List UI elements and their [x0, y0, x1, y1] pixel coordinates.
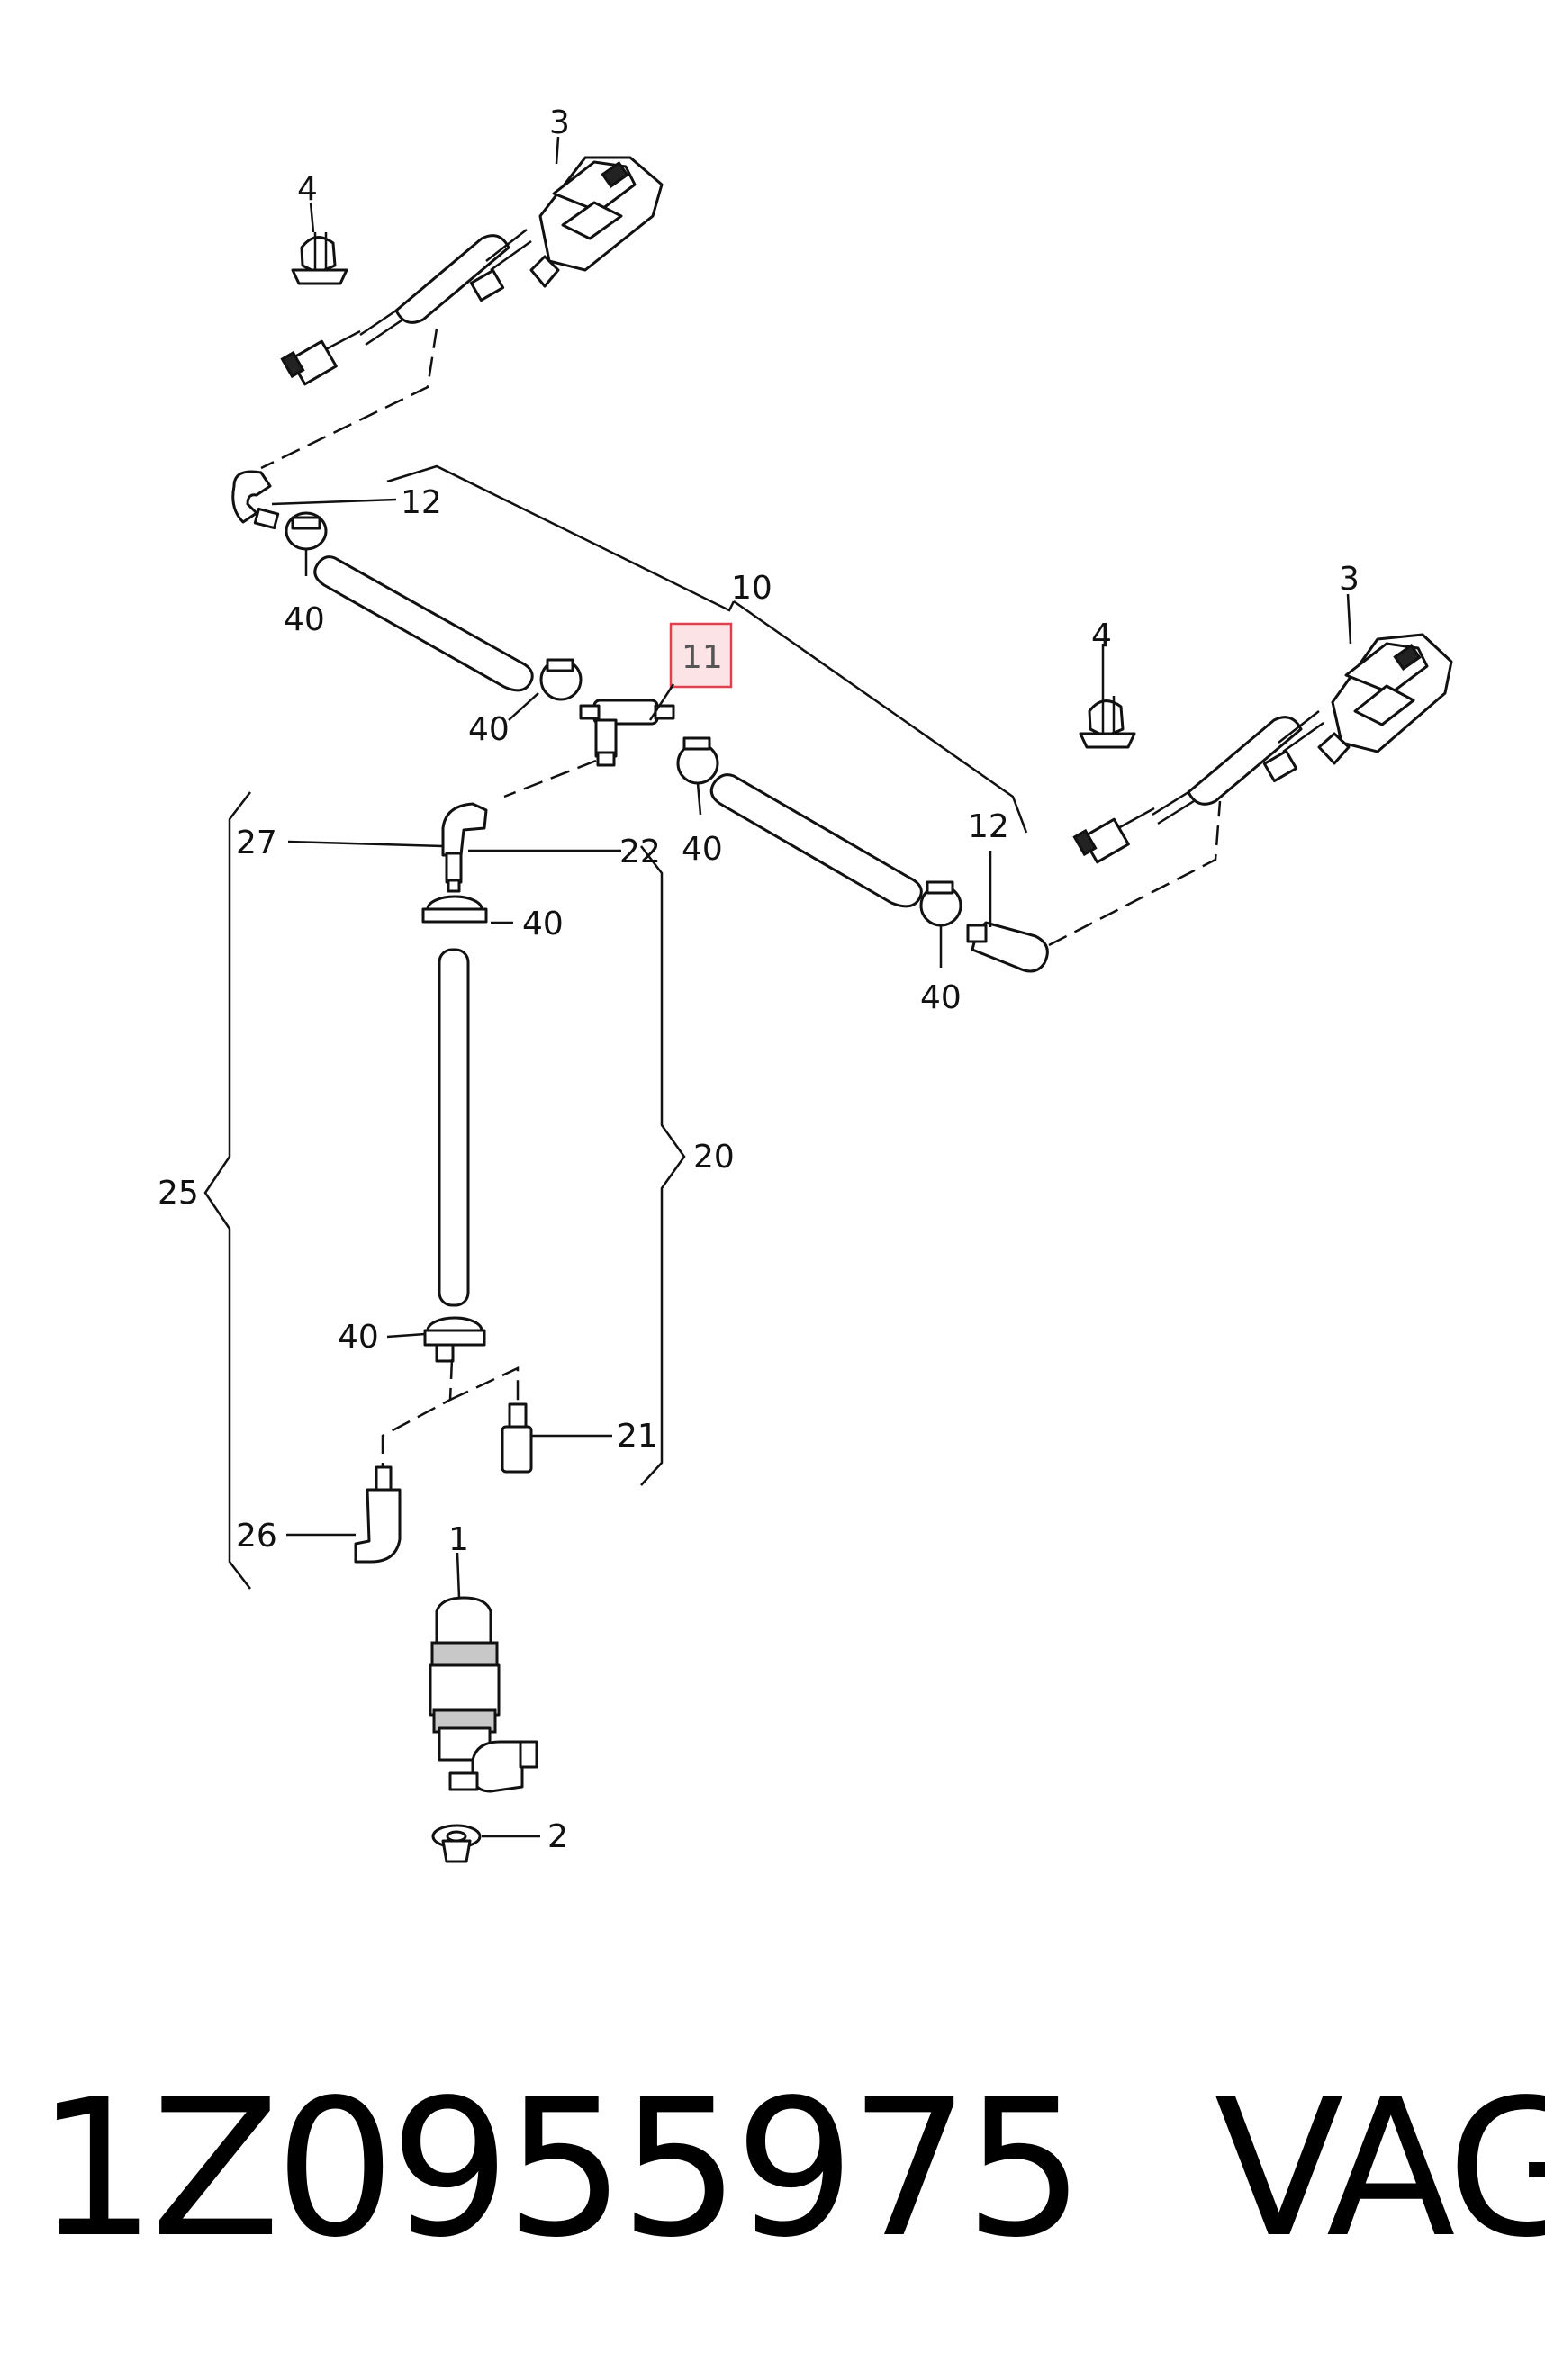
hose-clamp-right-of-tee: [676, 736, 719, 785]
dashed-link-right: [1048, 800, 1222, 947]
hose-vertical: [438, 948, 470, 1307]
dashed-split: [381, 1358, 520, 1476]
elbow-connector-26: [354, 1465, 402, 1564]
callout-1: 1: [448, 1521, 469, 1558]
elbow-connector-left: [231, 470, 280, 530]
hose-upper-left: [313, 555, 534, 692]
callout-20: 20: [693, 1139, 735, 1176]
hose-right: [709, 773, 923, 908]
connector-21: [501, 1402, 533, 1474]
clip-right: [1079, 696, 1136, 749]
callout-3-right: 3: [1339, 561, 1360, 598]
brace-20: [640, 845, 686, 1486]
callout-40-d: 40: [522, 906, 564, 942]
callout-12-right: 12: [968, 808, 1009, 845]
highlight-box: [669, 622, 733, 689]
callout-40-a: 40: [284, 601, 325, 638]
washer-pump: [429, 1596, 538, 1793]
bracket-10: [386, 464, 1028, 834]
brace-25: [203, 791, 251, 1590]
callout-12-left: 12: [401, 484, 442, 521]
callout-10: 10: [731, 570, 772, 607]
clip-left: [291, 232, 348, 285]
callout-27: 27: [236, 825, 277, 861]
elbow-connector-right: [966, 921, 1049, 973]
part-number: 1Z0955975: [36, 2059, 1085, 2279]
callout-4-left: 4: [297, 171, 318, 208]
callout-26: 26: [236, 1518, 277, 1555]
callout-3-left: 3: [549, 104, 570, 141]
callout-22: 22: [619, 834, 661, 870]
callout-40-c: 40: [682, 831, 723, 868]
callouts: 3 4 12 40 10 11 40 3 4 12 27 22 40 40 40…: [158, 104, 1360, 1855]
tee-connector: [579, 699, 675, 767]
elbow-connector-27: [441, 802, 488, 893]
footer-caption: 1Z0955975 VAG: [36, 2059, 1545, 2279]
hose-clamp-vertical-top: [421, 895, 488, 924]
hose-clamp-right-lower: [919, 880, 962, 927]
hose-clamp-upper-left: [285, 511, 328, 551]
callout-4-right: 4: [1091, 618, 1112, 654]
callout-21: 21: [617, 1418, 658, 1455]
callout-11: 11: [682, 639, 723, 676]
leader-lines: [271, 136, 1352, 1838]
grommet: [431, 1824, 482, 1863]
hose-clamp-vertical-bottom: [423, 1316, 486, 1363]
nozzle-assembly-left: [280, 156, 664, 386]
nozzle-assembly-right: [1072, 633, 1453, 864]
washer-system-diagram: 3 4 12 40 10 11 40 3 4 12 27 22 40 40 40…: [158, 104, 1453, 1863]
brand-name: VAG: [1214, 2059, 1545, 2279]
callout-40-e: 40: [920, 979, 962, 1016]
dashed-link-center: [503, 759, 597, 798]
callout-25: 25: [158, 1175, 199, 1212]
callout-40-b: 40: [468, 711, 510, 748]
callout-2: 2: [547, 1818, 568, 1855]
hose-clamp-near-tee: [539, 658, 583, 701]
callout-40-f: 40: [338, 1319, 379, 1356]
dashed-link-left: [260, 328, 438, 470]
